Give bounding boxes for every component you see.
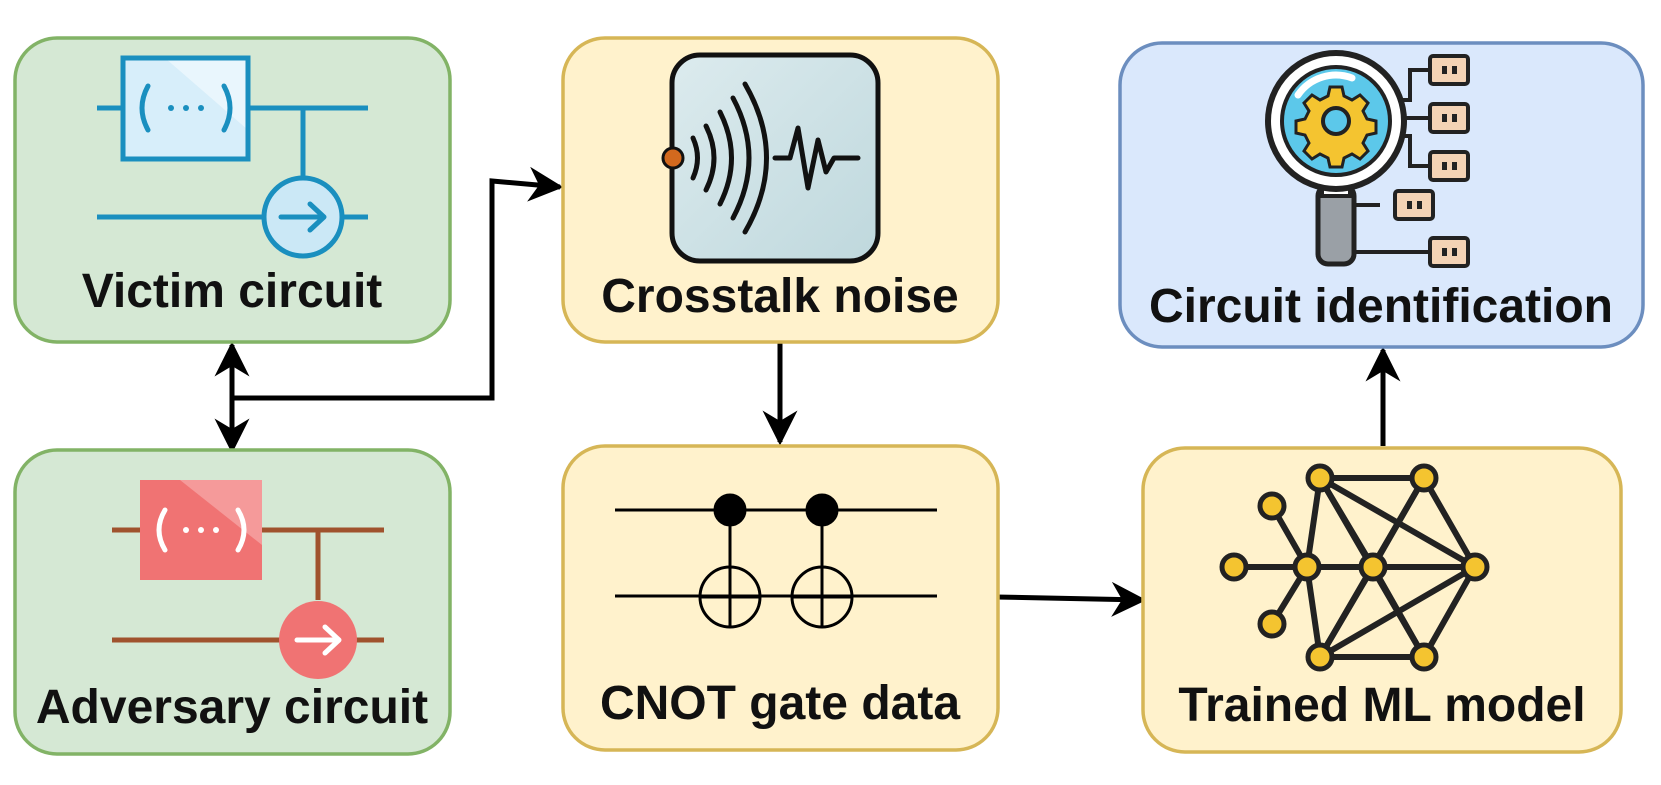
- victim-label: Victim circuit: [82, 265, 383, 318]
- adversary-box: [13, 448, 452, 756]
- identification-label: Circuit identification: [1149, 280, 1613, 333]
- adversary-label: Adversary circuit: [36, 681, 428, 734]
- cnot-label: CNOT gate data: [600, 677, 960, 730]
- crosstalk-node: Crosstalk noise: [561, 36, 1000, 344]
- magnifier-gear-icon: [1265, 50, 1470, 268]
- identification-node: Circuit identification: [1118, 41, 1645, 349]
- victim-node: Victim circuit: [13, 36, 452, 344]
- model-label: Trained ML model: [1178, 679, 1585, 732]
- cnot-box: [561, 444, 1000, 752]
- quantum-circuit-icon: [112, 480, 384, 679]
- edge-victim-crosstalk: [232, 166, 564, 401]
- identification-box: [1118, 41, 1645, 349]
- neural-network-icon: [1219, 463, 1490, 672]
- cnot-node: CNOT gate data: [561, 444, 1000, 752]
- noise-wave-icon: [661, 52, 881, 264]
- adversary-node: Adversary circuit: [13, 448, 452, 756]
- model-box: [1141, 446, 1623, 754]
- model-node: Trained ML model: [1141, 446, 1623, 754]
- crosstalk-label: Crosstalk noise: [601, 270, 958, 323]
- edges: [214, 166, 1401, 617]
- edge-cnot-model: [995, 581, 1147, 617]
- cnot-gate-icon: [615, 493, 937, 629]
- quantum-circuit-icon: [97, 55, 368, 259]
